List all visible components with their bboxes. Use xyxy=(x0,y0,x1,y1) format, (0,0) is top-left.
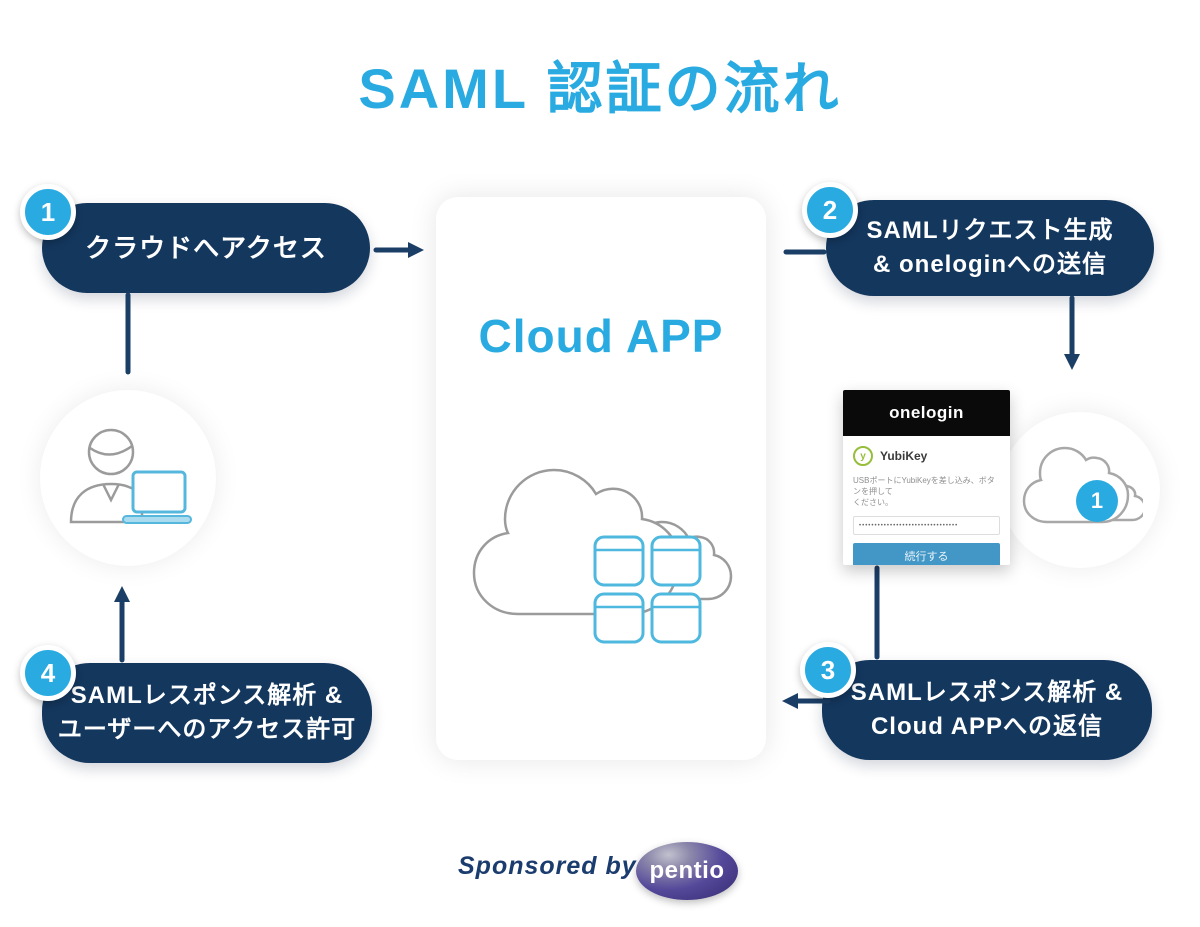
onelogin-body: y YubiKey USBポートにYubiKeyを差し込み、ボタンを押して くだ… xyxy=(843,436,1010,565)
step-2-label-line1: SAMLリクエスト生成 xyxy=(866,217,1114,244)
otp-input[interactable]: •••••••••••••••••••••••••••••••• xyxy=(853,516,1000,535)
step-3-label-line2: Cloud APPへの返信 xyxy=(870,713,1104,740)
step-1-label: クラウドへアクセス xyxy=(85,233,327,263)
user-at-laptop-icon xyxy=(69,428,192,524)
cloud-app-card: Cloud APP xyxy=(436,197,766,760)
step-4-label-line1: SAMLレスポンス解析 & xyxy=(70,682,344,709)
onelogin-logo: onelogin xyxy=(843,390,1010,436)
onelogin-login-screenshot: onelogin y YubiKey USBポートにYubiKeyを差し込み、ボ… xyxy=(843,390,1010,565)
sponsored-by-text: Sponsored by xyxy=(458,852,637,880)
step-4-badge: 4 xyxy=(20,645,76,701)
step-2-pill: SAMLリクエスト生成 & oneloginへの送信 xyxy=(826,200,1154,296)
step-2-badge: 2 xyxy=(802,182,858,238)
step-3-pill: SAMLレスポンス解析 & Cloud APPへの返信 xyxy=(822,660,1152,760)
step-1-badge: 1 xyxy=(20,184,76,240)
user-circle xyxy=(40,390,216,566)
yubikey-instruction: USBポートにYubiKeyを差し込み、ボタンを押して ください。 xyxy=(853,476,995,507)
step-4-label-line2: ユーザーへのアクセス許可 xyxy=(57,716,357,743)
yubikey-icon: y xyxy=(853,446,873,466)
pentio-logo: pentio xyxy=(636,842,738,900)
page-title: SAML 認証の流れ xyxy=(358,57,842,120)
arrow-step2-to-onelogin xyxy=(1064,295,1080,370)
step-4-pill: SAMLレスポンス解析 & ユーザーへのアクセス許可 xyxy=(42,663,372,763)
step-2-label-line2: & oneloginへの送信 xyxy=(873,251,1107,278)
continue-button[interactable]: 続行する xyxy=(853,543,1000,565)
step-3-badge: 3 xyxy=(800,642,856,698)
step-1-pill: クラウドへアクセス xyxy=(42,203,370,293)
idp-cloud-badge: 1 xyxy=(1076,480,1118,522)
arrow-step4-to-user xyxy=(114,586,130,663)
step-3-label-line1: SAMLレスポンス解析 & xyxy=(850,679,1124,706)
yubikey-row: y YubiKey xyxy=(853,446,1000,466)
arrow-step1-to-cloudapp xyxy=(373,242,424,258)
pentio-logo-text: pentio xyxy=(649,857,725,884)
cloud-with-apps-icon xyxy=(472,468,733,644)
yubikey-label: YubiKey xyxy=(880,449,928,463)
cloud-app-title: Cloud APP xyxy=(478,310,724,362)
